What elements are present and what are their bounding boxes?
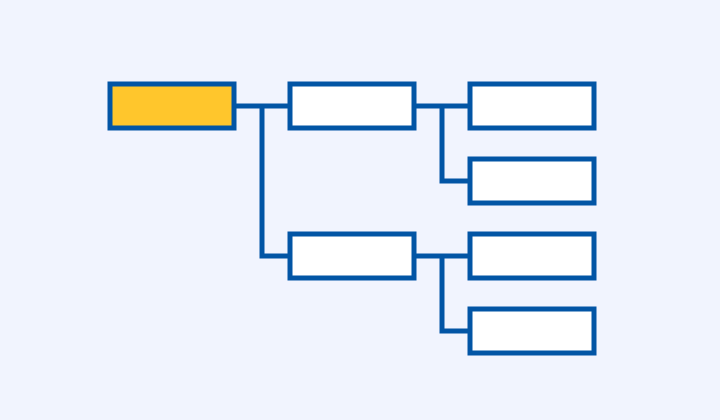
node-layer (107, 81, 597, 356)
node-box[interactable] (467, 231, 597, 281)
connector-child-2-to-leaf-2-2 (414, 253, 470, 334)
node-leaf-1-2[interactable] (467, 156, 597, 206)
node-box[interactable] (467, 156, 597, 206)
node-child-1[interactable] (287, 81, 417, 131)
node-leaf-1-1[interactable] (467, 81, 597, 131)
node-box[interactable] (287, 231, 417, 281)
node-box[interactable] (467, 306, 597, 356)
node-leaf-2-2[interactable] (467, 306, 597, 356)
root-node-box[interactable] (107, 81, 237, 131)
node-root[interactable] (107, 81, 237, 131)
connector-layer (234, 103, 470, 334)
connector-root-to-child-2 (234, 103, 290, 259)
connector-child-1-to-leaf-1-2 (414, 103, 470, 184)
node-box[interactable] (467, 81, 597, 131)
node-child-2[interactable] (287, 231, 417, 281)
node-leaf-2-1[interactable] (467, 231, 597, 281)
node-box[interactable] (287, 81, 417, 131)
